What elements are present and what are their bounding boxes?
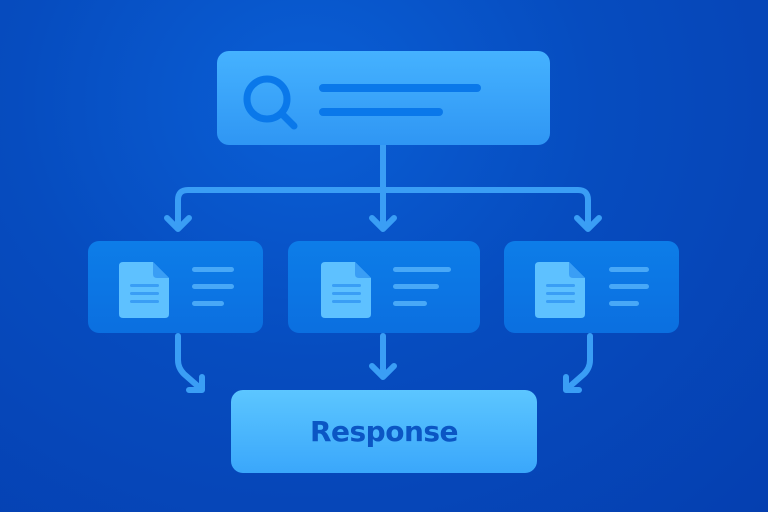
doc-text-line (609, 301, 639, 306)
doc-text-line (609, 267, 649, 272)
document-icon (119, 262, 169, 318)
search-icon (243, 75, 298, 130)
arrowhead-doc-3 (574, 215, 602, 232)
query-box (217, 51, 550, 145)
arrowhead-response-3 (563, 374, 582, 393)
document-box-3 (504, 241, 679, 333)
response-box: Response (231, 390, 537, 473)
response-label: Response (309, 415, 459, 448)
document-box-2 (288, 241, 480, 333)
doc-text-line (192, 301, 224, 306)
arrowhead-doc-1 (164, 215, 192, 232)
doc-text-line (393, 284, 439, 289)
query-text-line-2 (319, 108, 443, 116)
document-box-1 (88, 241, 263, 333)
document-icon (321, 262, 371, 318)
doc-text-line (192, 284, 234, 289)
arrow-doc-1-to-response (175, 333, 203, 391)
arrowhead-doc-2 (369, 215, 397, 232)
doc-text-line (393, 301, 427, 306)
doc-text-line (609, 284, 649, 289)
arrowhead-response-2 (369, 363, 397, 380)
doc-text-line (393, 267, 451, 272)
arrowhead-response-1 (186, 374, 205, 393)
query-text-line-1 (319, 84, 481, 92)
doc-text-line (192, 267, 234, 272)
arrow-doc-3-to-response (565, 333, 593, 391)
document-icon (535, 262, 585, 318)
